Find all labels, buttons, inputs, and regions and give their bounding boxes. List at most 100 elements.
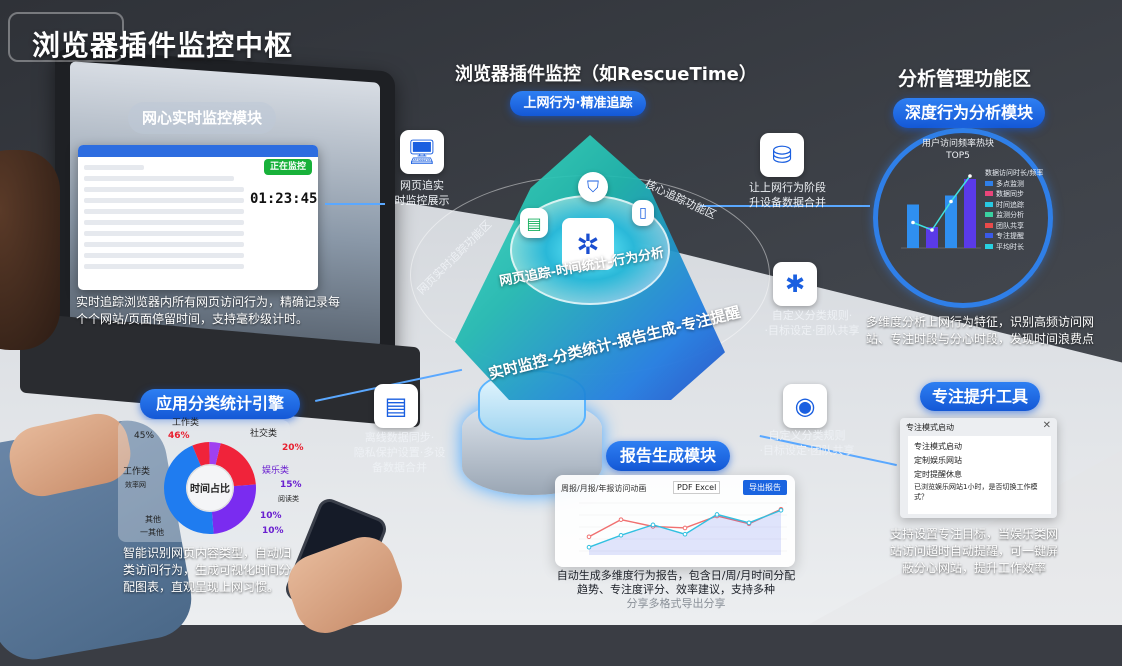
connector-line: [700, 205, 870, 207]
series-point: [650, 522, 656, 528]
connector-line: [325, 203, 385, 205]
series-point: [714, 512, 720, 517]
window-titlebar: [78, 145, 318, 157]
label-social: 社交类: [250, 429, 278, 439]
legend-item: 平均时长: [985, 242, 1053, 253]
legend-swatch: [985, 191, 993, 196]
trend-point: [930, 228, 934, 232]
series-point: [586, 544, 592, 550]
bar: [964, 179, 976, 248]
label-fun-pct: 15%: [280, 480, 302, 490]
donut-chart: [164, 442, 256, 534]
legend-swatch: [985, 222, 993, 228]
donut-slice: [215, 443, 256, 487]
data-merge-icon: ⛁: [760, 133, 804, 177]
filter-field[interactable]: [84, 165, 144, 170]
analysis-cycle-ring: [873, 128, 1053, 308]
monitor-module-pill: 网心实时监控模块: [128, 102, 276, 134]
label-work-pct-b: 46%: [168, 431, 190, 441]
monitoring-status-button[interactable]: 正在监控: [264, 159, 312, 175]
legend-label: 平均时长: [996, 242, 1024, 251]
focus-item[interactable]: 定制娱乐网站: [914, 456, 962, 465]
legend-item: 多点监测: [985, 179, 1053, 190]
bar: [926, 227, 938, 248]
trend-point: [911, 220, 915, 225]
legend-swatch: [985, 212, 993, 217]
legend-label: 多点监测: [996, 179, 1024, 188]
document-sync-icon: ▤: [374, 384, 418, 428]
bar: [945, 195, 957, 248]
donut-slice: [211, 484, 256, 534]
label-other: 其他: [145, 515, 161, 524]
report-card-title: 周报/月报/年报访问动画: [561, 484, 647, 493]
feature-caption: 让上网行为阶段 升设备数据合并: [749, 181, 826, 209]
legend-item: 专注提醒: [985, 231, 1053, 242]
trend-line: [912, 175, 971, 231]
chart-title: 用户访问频率热块: [921, 139, 994, 149]
target-icon: ◉: [783, 384, 827, 428]
legend-label: 时间追踪: [996, 200, 1024, 209]
trend-point: [968, 174, 972, 178]
dialog-title: 专注模式启动: [906, 423, 954, 432]
label-work-pct-a: 45%: [134, 431, 155, 441]
focus-item[interactable]: 专注模式启动: [914, 442, 962, 451]
series-point: [618, 517, 624, 522]
feature-caption: 自定义分类规则· ·目标设定·团队共享: [764, 309, 860, 337]
donut-center: [186, 464, 234, 512]
app-logo-icon: ✲: [562, 218, 614, 270]
person-head: [0, 150, 60, 350]
legend-swatch: [985, 233, 993, 238]
legend-label: 监测分析: [996, 211, 1024, 219]
analysis-module-pill: 深度行为分析模块: [893, 98, 1045, 128]
focus-description: 支持设置专注目标，当娱乐类网站访问超时自动提醒，可一键屏蔽分心网站，提升工作效率: [889, 527, 1058, 575]
legend-item: 数据同步: [985, 189, 1053, 200]
legend-label: 团队共享: [996, 221, 1024, 230]
label-work-left-sub: 效率网: [125, 481, 146, 489]
category-description: 智能识别网页内容类型，自动归类访问行为，生成可视化时间分配图表，直观呈现上网习惯…: [123, 546, 292, 594]
label-other-sub: 一其他: [140, 528, 164, 537]
export-report-button[interactable]: 导出报告: [743, 480, 787, 495]
label-fun: 娱乐类: [262, 466, 290, 476]
format-selector[interactable]: PDF Excel: [673, 481, 721, 494]
legend-label: 数据同步: [996, 190, 1024, 198]
series-point: [746, 520, 752, 526]
feature-caption: 自定义分类规则 ·目标设定·团队共享: [759, 429, 855, 457]
series-point: [682, 525, 688, 531]
donut-slice: [164, 445, 214, 534]
bar-chart-legend: 数据访问时长/频率 多点监测数据同步时间追踪监测分析团队共享专注提醒平均时长: [985, 168, 1053, 252]
area-fill: [589, 510, 781, 555]
donut-slice: [209, 442, 221, 465]
label-pct-a: 10%: [260, 511, 282, 521]
bar-chart: [901, 174, 981, 249]
report-description-line: 自动生成多维度行为报告，包含日/周/月时间分配: [556, 569, 796, 582]
report-card: 周报/月报/年报访问动画 PDF Excel 导出报告: [555, 475, 795, 567]
label-work-left: 工作类: [123, 467, 151, 477]
trend-point: [949, 199, 953, 204]
bar: [907, 204, 919, 248]
series-point: [586, 534, 592, 540]
report-module-pill: 报告生成模块: [606, 441, 730, 471]
report-description-line: 趋势、专注度评分、效率建议，支持多种: [577, 583, 775, 596]
feature-caption: 离线数据同步· 隐私保护设置·多设 备数据合并: [353, 431, 446, 474]
close-icon[interactable]: ✕: [1042, 420, 1051, 431]
shield-icon: ⛉: [578, 172, 608, 202]
report-description-line: 分享多格式导出分享: [626, 597, 726, 610]
series-point: [618, 532, 624, 538]
search-field[interactable]: [84, 176, 234, 181]
legend-title: 数据访问时长/频率: [985, 169, 1044, 177]
analysis-description: 多维度分析上网行为特征，识别高频访问网站、专注时段与分心时段，发现时间浪费点: [866, 315, 1095, 346]
legend-swatch: [985, 243, 993, 249]
feature-caption: 网页追实 时监控展示: [394, 179, 450, 207]
center-pill: 上网行为·精准追踪: [510, 91, 646, 116]
document-icon: ▯: [632, 200, 654, 226]
report-description: 自动生成多维度行为报告，包含日/周/月时间分配 趋势、专注度评分、效率建议，支持…: [546, 569, 806, 611]
page-title: 浏览器插件监控中枢: [32, 29, 294, 62]
legend-label: 专注提醒: [996, 232, 1024, 240]
center-heading: 浏览器插件监控（如RescueTime）: [455, 64, 757, 85]
series-point: [778, 507, 784, 513]
label-social-pct: 20%: [282, 443, 304, 453]
focus-dialog: 专注模式启动 ✕ 专注模式启动 定制娱乐网站 定时提醒休息 已浏览娱乐网站1小时…: [900, 418, 1057, 518]
clipboard-icon: ▤: [520, 208, 548, 238]
focus-item[interactable]: 定时提醒休息: [914, 470, 962, 479]
